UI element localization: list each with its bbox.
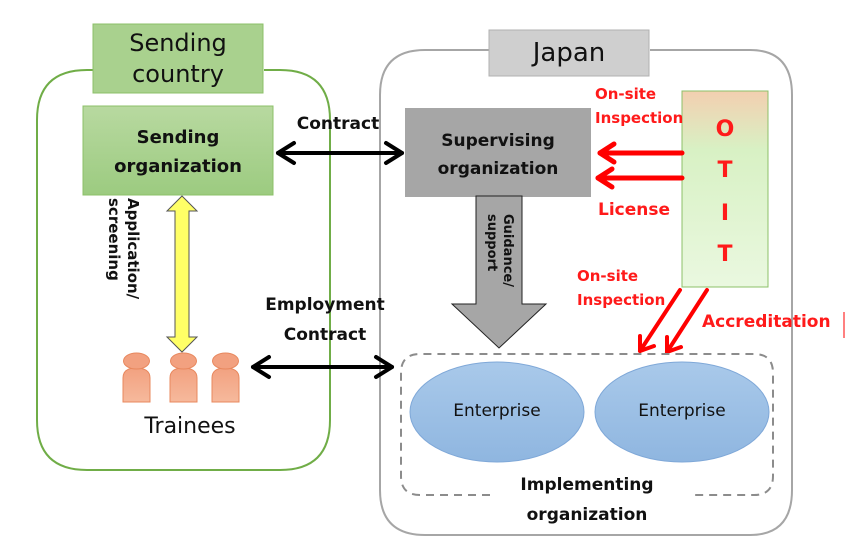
supervising-organization-box[interactable] [405, 108, 591, 197]
onsite1-line2: Inspection [595, 109, 684, 127]
onsite1-line1: On-site [595, 85, 657, 103]
trainee-person-2 [169, 352, 198, 403]
enterprise-2-shape[interactable] [594, 361, 770, 463]
contract-label: Contract [296, 114, 380, 134]
implementing-line1: Implementing [520, 475, 654, 495]
sending-country-title-box [92, 23, 264, 94]
employment-contract-arrow [251, 355, 394, 379]
otit-box[interactable] [681, 90, 769, 288]
contract-arrow [276, 141, 404, 165]
onsite-inspection-label-2: On-site Inspection [577, 264, 665, 312]
japan-title-box [488, 29, 650, 77]
onsite2-line1: On-site [577, 267, 639, 285]
supervising-organization-line1: Supervising [441, 131, 555, 151]
employment-line1: Employment [265, 295, 385, 315]
implementing-line2: organization [526, 505, 648, 525]
onsite-inspection-arrow-enterprise [638, 288, 682, 353]
application-screening-label: Application/ screening [104, 198, 142, 328]
guidance-line2: support [484, 214, 499, 272]
japan-title: Japan [532, 38, 606, 68]
supervising-organization-line2: organization [437, 159, 559, 179]
sending-country-title-line1: Sending [129, 29, 227, 57]
license-arrow [595, 166, 685, 190]
implementing-organization-container [400, 353, 774, 496]
implementing-organization-label: Implementing organization [487, 470, 687, 530]
sending-country-title: Sending country [93, 28, 263, 90]
employment-line2: Contract [283, 325, 367, 345]
enterprise-2-label: Enterprise [638, 401, 726, 421]
trainees-label: Trainees [144, 414, 236, 439]
application-line1: Application/ [124, 198, 142, 300]
otit-letter-t1: T [717, 158, 733, 183]
otit-letter-t2: T [717, 242, 733, 267]
guidance-support-label: Guidance/ support [483, 214, 515, 290]
supervising-organization-label: Supervising organization [405, 127, 591, 183]
onsite-inspection-label-1: On-site Inspection [595, 82, 683, 130]
sending-country-border [36, 69, 331, 471]
application-screening-arrow [165, 195, 199, 353]
sending-organization-label: Sending organization [83, 123, 273, 181]
sending-organization-box[interactable] [82, 105, 274, 196]
sending-organization-line2: organization [114, 156, 242, 177]
employment-contract-label: Employment Contract [245, 290, 405, 350]
sending-organization-line1: Sending [136, 127, 220, 148]
guidance-support-arrow [450, 195, 548, 349]
otit-letter-i: I [720, 201, 730, 226]
trainee-person-3 [211, 352, 240, 403]
onsite-inspection-arrow-supervising [597, 141, 685, 165]
enterprise-1-shape[interactable] [409, 361, 585, 463]
accreditation-label: Accreditation [702, 312, 831, 332]
enterprise-1-label: Enterprise [453, 401, 541, 421]
japan-border [379, 49, 793, 536]
otit-letter-o: O [715, 117, 735, 142]
license-label: License [598, 200, 671, 220]
guidance-line1: Guidance/ [500, 214, 515, 287]
accreditation-arrow [665, 288, 709, 354]
application-line2: screening [105, 198, 123, 281]
trainee-person-1 [122, 352, 151, 403]
onsite2-line2: Inspection [577, 291, 666, 309]
sending-country-title-line2: country [132, 60, 224, 88]
